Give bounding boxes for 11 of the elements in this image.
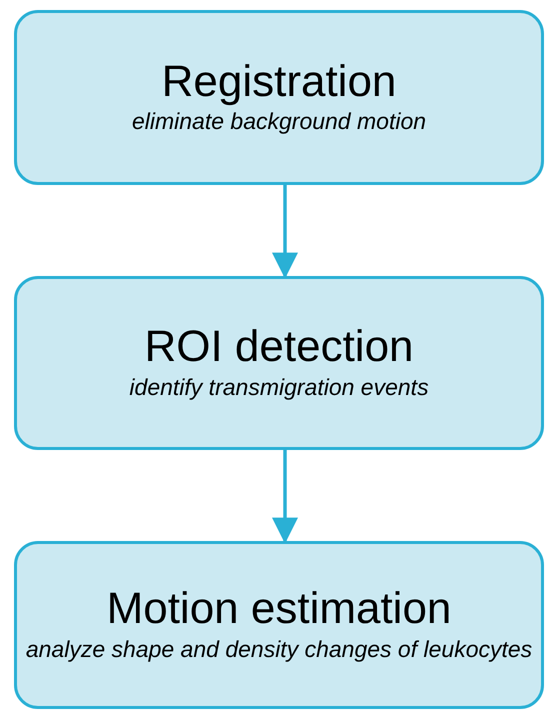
step-title: ROI detection — [144, 323, 414, 372]
arrow — [272, 185, 298, 279]
step-description: analyze shape and density changes of leukocytes — [24, 634, 534, 664]
step-description: eliminate background motion — [130, 107, 428, 136]
step-title: Registration — [162, 58, 396, 106]
step-description: identify transmigration events — [128, 372, 430, 402]
process-box — [14, 10, 544, 185]
arrow — [272, 450, 298, 544]
process-box — [14, 276, 544, 450]
process-box — [14, 541, 544, 709]
step-title: Motion estimation — [106, 585, 452, 634]
